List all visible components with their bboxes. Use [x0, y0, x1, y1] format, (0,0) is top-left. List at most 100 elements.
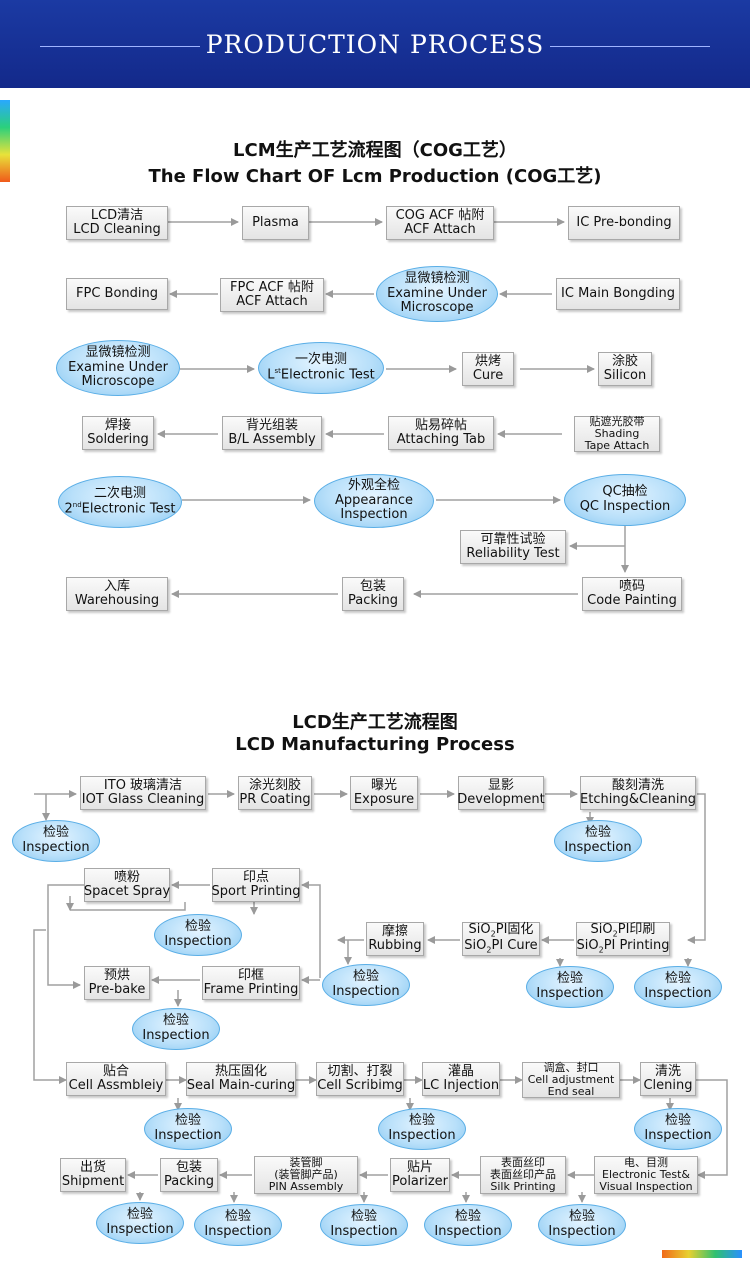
step-label-en: LstElectronic Test [267, 366, 375, 383]
step-label-cn: 清洗 [654, 1063, 681, 1079]
step-clening: 清洗 Clening [640, 1062, 696, 1096]
step-cell-scribing: 切割、打裂 Cell Scribimg [316, 1062, 404, 1096]
step-label-en: Etching&Cleaning [580, 792, 696, 807]
step-bl-assembly: 背光组装 B/L Assembly [222, 416, 322, 450]
step-label-cn: 出货 [79, 1159, 106, 1175]
inspection-label-en: Inspection [536, 986, 604, 1001]
inspection-label-en: Inspection [644, 1128, 712, 1143]
arrow-connector [301, 881, 321, 978]
step-label-en: SiO2PI Printing [576, 938, 670, 955]
decorative-color-strip [662, 1250, 742, 1258]
step-label-cn: 显微镜检测 [85, 345, 151, 361]
inspection-label-en: Inspection [164, 934, 232, 949]
step-microscope-inspection: 显微镜检测 Examine Under Microscope [376, 266, 498, 322]
step-exposure: 曝光 Exposure [350, 776, 418, 810]
step-cure: 烘烤 Cure [462, 352, 514, 386]
step-label-en: Shipment [61, 1174, 125, 1189]
inspection-label-cn: 检验 [408, 1113, 435, 1129]
step-lcd-cleaning: LCD清洁 LCD Cleaning [66, 206, 168, 240]
step-label-cn: (装管脚产品) [274, 1167, 338, 1181]
step-attaching-tab: 贴易碎帖 Attaching Tab [388, 416, 494, 450]
step-label-en: Seal Main-curing [186, 1078, 296, 1093]
step-pr-coating: 涂光刻胶 PR Coating [238, 776, 312, 810]
step-label-en: PR Coating [239, 792, 311, 807]
step-lc-injection: 灌晶 LC Injection [422, 1062, 500, 1096]
step-label-en: Inspection [340, 507, 408, 523]
inspection-label-en: Inspection [330, 1224, 398, 1239]
step-label-cn: 一次电测 [294, 352, 347, 368]
step-seal-main-curing: 热压固化 Seal Main-curing [186, 1062, 296, 1096]
step-label-en: Polarizer [391, 1174, 449, 1189]
step-plasma: Plasma [242, 206, 309, 240]
step-label-en: QC Inspection [579, 499, 671, 514]
step-label-cn: 贴片 [406, 1159, 433, 1175]
step-development: 显影 Development [457, 776, 545, 810]
step-soldering: 焊接 Soldering [82, 416, 154, 450]
inspection-node: 检验 Inspection [424, 1204, 512, 1246]
inspection-node: 检验 Inspection [634, 966, 722, 1008]
step-label-cn: 烘烤 [474, 353, 501, 369]
inspection-label-cn: 检验 [454, 1209, 481, 1225]
step-label-en: Visual Inspection [599, 1180, 693, 1194]
inspection-label-cn: 检验 [42, 825, 69, 841]
step-label-cn: 入库 [103, 578, 130, 594]
step-label-cn: 显影 [487, 777, 514, 793]
step-label-en: Examine Under [387, 285, 487, 301]
step-label-cn: 显微镜检测 [404, 271, 470, 287]
step-pre-bake: 预烘 Pre-bake [84, 966, 150, 1000]
step-label-en: Microscope [81, 374, 155, 390]
inspection-node: 检验 Inspection [526, 966, 614, 1008]
step-label-en: B/L Assembly [228, 432, 316, 447]
step-label-cn: 喷码 [618, 578, 645, 594]
step-label-cn: 二次电测 [93, 486, 146, 502]
step-packing: 包装 Packing [342, 577, 404, 611]
step-label-en: Cell Scribimg [317, 1078, 403, 1093]
step-shading-tape-attach: 贴遮光胶带 Shading Tape Attach [574, 414, 660, 452]
inspection-node: 检验 Inspection [554, 820, 642, 862]
step-label-cn: 表面丝印产品 [490, 1167, 556, 1181]
step-label-cn: SiO2PI印刷 [590, 921, 656, 939]
step-second-electronic-test: 二次电测 2ndElectronic Test [58, 476, 182, 528]
step-label-cn: FPC ACF 帖附 [230, 279, 314, 295]
step-label-en: Electronic Test& [602, 1167, 690, 1181]
header-banner: PRODUCTION PROCESS [0, 0, 750, 88]
step-cell-adjustment: 调盒、封口 Cell adjustment End seal [522, 1061, 620, 1099]
step-label-cn: 印框 [237, 967, 264, 983]
inspection-label-en: Inspection [142, 1028, 210, 1043]
step-label-cn: 切割、打裂 [327, 1063, 393, 1079]
step-label-cn: 摩擦 [381, 923, 408, 939]
arrow-connector [33, 929, 67, 1084]
step-label-en: IOT Glass Cleaning [81, 792, 205, 807]
step-label-en: Soldering [87, 432, 149, 447]
step-label-cn: 热压固化 [214, 1063, 267, 1079]
step-label-cn: 酸刻清洗 [611, 777, 664, 793]
step-label-cn: 贴遮光胶带 [589, 414, 645, 428]
step-label-en: Sport Printing [211, 884, 301, 899]
step-label-cn: 背光组装 [245, 417, 298, 433]
step-warehousing: 入库 Warehousing [66, 577, 168, 611]
step-code-painting: 喷码 Code Painting [582, 577, 682, 611]
arrow-connector [47, 884, 84, 989]
step-label-en: Packing [163, 1174, 214, 1189]
step-silk-printing: 表面丝印 表面丝印产品 Silk Printing [480, 1156, 566, 1194]
step-label-en: Packing [347, 593, 398, 608]
step-fpc-bonding: FPC Bonding [66, 278, 168, 310]
step-label-en: Attaching Tab [396, 432, 486, 447]
inspection-label-cn: 检验 [126, 1207, 153, 1223]
step-label-cn: 贴合 [102, 1063, 129, 1079]
inspection-label-en: Inspection [644, 986, 712, 1001]
step-shipment: 出货 Shipment [60, 1158, 126, 1192]
step-label-en: End seal [547, 1085, 595, 1099]
inspection-label-cn: 检验 [174, 1113, 201, 1129]
step-label-en: LC Injection [422, 1078, 500, 1093]
step-label-cn: COG ACF 帖附 [395, 207, 485, 223]
step-label-en: IC Main Bongding [561, 285, 675, 301]
step-label-en: SiO2PI Cure [464, 938, 538, 955]
step-label-en: Exposure [353, 792, 415, 807]
inspection-node: 检验 Inspection [634, 1108, 722, 1150]
step-label-cn: 喷粉 [113, 869, 140, 885]
step-label-en: Silk Printing [490, 1180, 556, 1194]
step-cell-assembly: 贴合 Cell Assmbleiy [66, 1062, 166, 1096]
inspection-label-cn: 检验 [568, 1209, 595, 1225]
inspection-node: 检验 Inspection [144, 1108, 232, 1150]
